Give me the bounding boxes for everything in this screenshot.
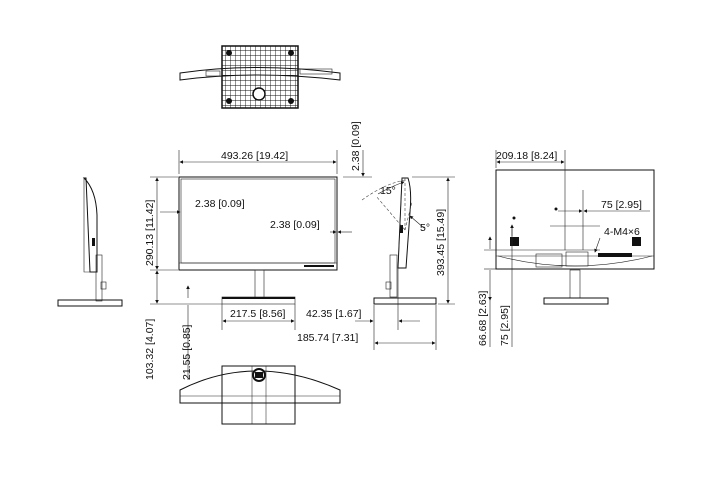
front-width-label: 493.26 [19.42] bbox=[221, 150, 288, 162]
rear-mount-height-label: 66.68 [2.63] bbox=[477, 290, 489, 346]
tilt-back-label: 15° bbox=[380, 185, 396, 197]
front-screen-height-label: 290.13 [11.42] bbox=[144, 200, 156, 266]
front-view-buttons bbox=[304, 265, 334, 267]
top-view bbox=[179, 45, 341, 109]
top-view-port-block bbox=[299, 68, 333, 75]
front-inner-bezel-label: 2.38 [0.09] bbox=[270, 219, 320, 231]
top-view-stand-hub bbox=[252, 87, 266, 101]
rear-edge-label: 209.18 [8.24] bbox=[496, 150, 557, 162]
rear-foot bbox=[510, 237, 519, 246]
front-view-neck bbox=[254, 269, 265, 299]
top-view-port bbox=[205, 70, 221, 77]
rear-view-frame bbox=[495, 169, 655, 270]
top-view-screw bbox=[288, 50, 294, 56]
top-view-screw bbox=[226, 50, 232, 56]
bottom-view bbox=[179, 365, 341, 425]
right-side-view bbox=[355, 176, 455, 350]
front-base-height-label: 21.55 [0.85] bbox=[181, 324, 193, 380]
rear-vesa-label: 75 [2.95] bbox=[601, 199, 642, 211]
top-view-screw bbox=[226, 98, 232, 104]
front-lower-height-label: 103.32 [4.07] bbox=[144, 319, 156, 380]
rear-view bbox=[484, 150, 655, 347]
top-view-grille bbox=[221, 45, 299, 109]
front-base-width-label: 217.5 [8.56] bbox=[230, 308, 286, 320]
bottom-view-panel bbox=[179, 370, 341, 404]
left-side-view bbox=[57, 177, 123, 307]
front-side-bezel-label: 2.38 [0.09] bbox=[195, 198, 245, 210]
rear-foot bbox=[632, 237, 641, 246]
front-view bbox=[150, 150, 372, 380]
side-height-label: 393.45 [15.49] bbox=[435, 209, 447, 276]
tilt-forward-label: 5° bbox=[420, 222, 430, 234]
rear-base bbox=[543, 297, 609, 305]
rear-screws-label: 4-M4×6 bbox=[604, 226, 640, 238]
side-offset-label: 42.35 [1.67] bbox=[306, 308, 362, 320]
side-depth-label: 185.74 [7.31] bbox=[297, 332, 358, 344]
front-top-bezel-label: 2.38 [0.09] bbox=[350, 121, 362, 171]
rear-vesa-vertical-label: 75 [2.95] bbox=[499, 305, 511, 346]
top-view-screw bbox=[288, 98, 294, 104]
rear-neck bbox=[569, 269, 581, 299]
